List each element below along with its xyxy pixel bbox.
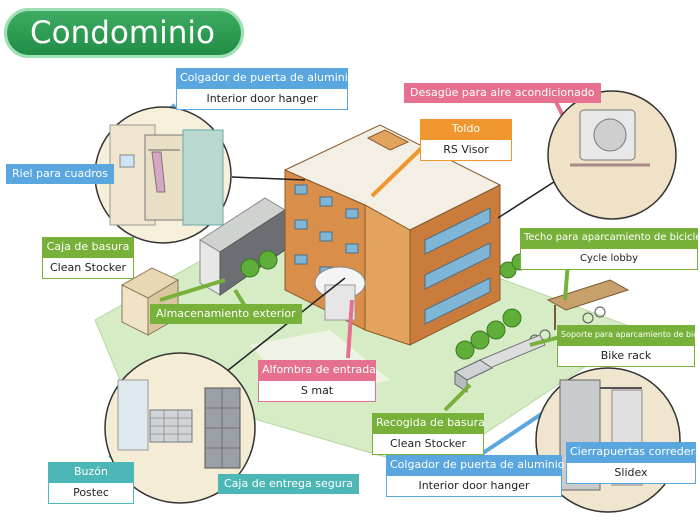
bike-shelter-roof	[546, 279, 630, 311]
callout-body: Interior door hanger	[176, 88, 348, 110]
bike-roof-callout: Techo para aparcamiento de bicicletas Cy…	[520, 228, 700, 270]
callout-body: Clean Stocker	[42, 257, 134, 279]
callout-body: Bike rack	[557, 345, 695, 367]
callout-header: Techo para aparcamiento de bicicletas	[520, 228, 700, 248]
ac-drain-callout: Desagüe para aire acondicionado	[404, 83, 601, 103]
callout-body: Postec	[48, 482, 134, 504]
callout-body: Interior door hanger	[386, 475, 562, 497]
callout-header: Buzón	[48, 462, 134, 482]
callout-header: Caja de basura	[42, 237, 134, 257]
windows	[294, 184, 491, 325]
closet-detail-circle	[94, 106, 232, 244]
bike-rack-callout: Soporte para aparcamiento de bicicletas …	[557, 325, 700, 367]
building-right-front	[364, 204, 411, 346]
entrance-mat-callout: Alfombra de entrada S mat	[258, 360, 376, 402]
callout-header: Alfombra de entrada	[258, 360, 376, 380]
picture-rail-callout: Riel para cuadros	[6, 164, 114, 184]
callout-header: Colgador de puerta de aluminio	[386, 455, 565, 475]
callout-body: Clean Stocker	[372, 433, 484, 455]
trees	[240, 250, 529, 360]
ac-detail-circle	[547, 90, 677, 220]
rooftop-box	[366, 129, 410, 151]
lobby-detail-circle	[104, 352, 256, 504]
mailbox-callout: Buzón Postec	[48, 462, 134, 504]
awning-callout: Toldo RS Visor	[420, 119, 512, 161]
callout-header: Toldo	[420, 119, 512, 139]
delivery-box-callout: Caja de entrega segura	[218, 474, 359, 494]
door-hanger-bottom-callout: Colgador de puerta de aluminio Interior …	[386, 455, 565, 497]
leader-lines	[221, 176, 561, 376]
door-closer-callout: Cierrapuertas corredera Slidex	[566, 442, 700, 484]
callout-body: Slidex	[566, 462, 696, 484]
callout-header: Cierrapuertas corredera	[566, 442, 700, 462]
callout-header: Recogida de basura	[372, 413, 485, 433]
callout-body: Cycle lobby	[520, 248, 698, 270]
callout-body: RS Visor	[420, 139, 512, 161]
callout-body: S mat	[258, 380, 376, 402]
trash-box-callout: Caja de basura Clean Stocker	[42, 237, 134, 279]
outdoor-storage-callout: Almacenamiento exterior	[150, 304, 302, 324]
callout-header: Soporte para aparcamiento de bicicletas	[557, 325, 700, 345]
page-title: Condominio	[4, 8, 244, 58]
door-hanger-top-callout: Colgador de puerta de aluminio Interior …	[176, 68, 355, 110]
trash-collection-callout: Recogida de basura Clean Stocker	[372, 413, 485, 455]
callout-header: Colgador de puerta de aluminio	[176, 68, 355, 88]
